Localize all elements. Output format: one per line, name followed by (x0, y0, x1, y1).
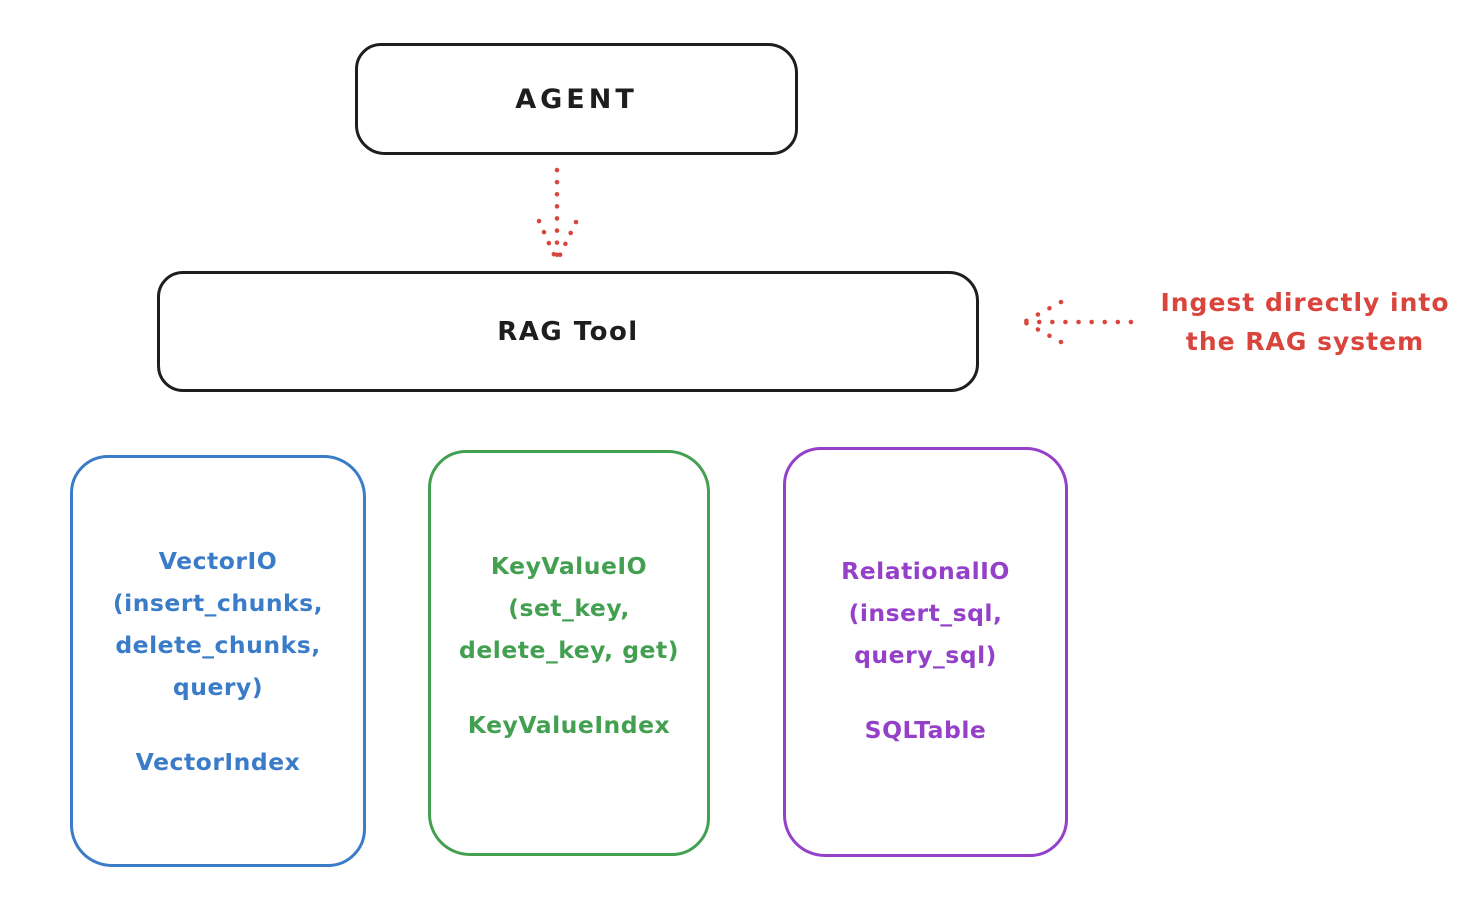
backend-line: (insert_chunks, (112, 589, 324, 617)
backend-line: KeyValueIO (490, 552, 648, 580)
backend-line: delete_key, get) (459, 636, 679, 664)
backend-line: query_sql) (854, 641, 997, 669)
ingest-annotation-line2: the RAG system (1185, 327, 1425, 356)
backend-index-label: VectorIndex (135, 748, 301, 776)
backend-line: delete_chunks, (115, 631, 321, 659)
rag-tool-node: RAG Tool (157, 271, 979, 392)
ingest-annotation: Ingest directly into the RAG system (1135, 283, 1475, 361)
backend-node-vector-io: VectorIO (insert_chunks, delete_chunks, … (70, 455, 366, 867)
backend-node-relational-io: RelationalIO (insert_sql, query_sql) SQL… (783, 447, 1068, 857)
backend-line: RelationalIO (841, 557, 1010, 585)
backend-node-keyvalue-io: KeyValueIO (set_key, delete_key, get) Ke… (428, 450, 710, 856)
backend-index-label: KeyValueIndex (467, 711, 671, 739)
backend-line: (insert_sql, (848, 599, 1003, 627)
agent-label: AGENT (515, 83, 638, 115)
backend-index-label: SQLTable (864, 716, 987, 744)
backend-line: query) (172, 673, 264, 701)
backend-line: (set_key, (508, 594, 630, 622)
ingest-annotation-line1: Ingest directly into (1160, 288, 1450, 317)
rag-tool-label: RAG Tool (497, 316, 639, 347)
backend-line: VectorIO (158, 547, 278, 575)
ingest-arrow (1023, 299, 1134, 345)
agent-node: AGENT (355, 43, 798, 155)
agent-to-rag-arrow (536, 167, 579, 262)
